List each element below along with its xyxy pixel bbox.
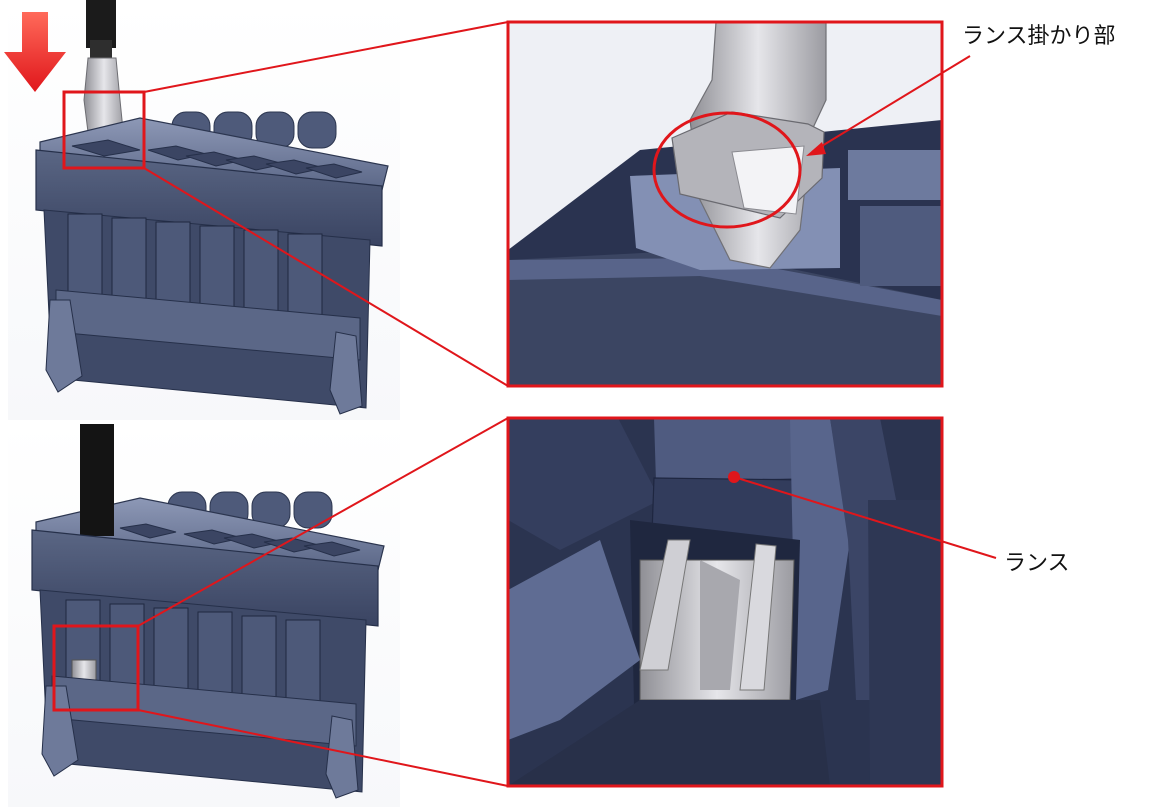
latch-right (329, 331, 363, 415)
housing-front-band (35, 149, 383, 247)
lance-pointer (728, 471, 997, 559)
latch-left (45, 299, 83, 393)
callout-box-bottom (52, 624, 140, 712)
label-lance: ランス (1004, 551, 1070, 576)
lance-catch-pointer (806, 55, 971, 156)
lance-marker-dot (728, 471, 740, 483)
zoom-leader-lines (137, 21, 509, 787)
label-lance-catch: ランス掛かり部 (962, 24, 1116, 49)
connector-bottom (8, 420, 400, 807)
highlight-circle (652, 111, 802, 229)
cavities (71, 139, 363, 179)
zoom-view-bottom (506, 416, 944, 788)
down-arrow-icon (4, 12, 66, 92)
zoom-view-top (506, 20, 944, 388)
callout-box-top (62, 90, 146, 170)
connector-top (4, 0, 400, 420)
